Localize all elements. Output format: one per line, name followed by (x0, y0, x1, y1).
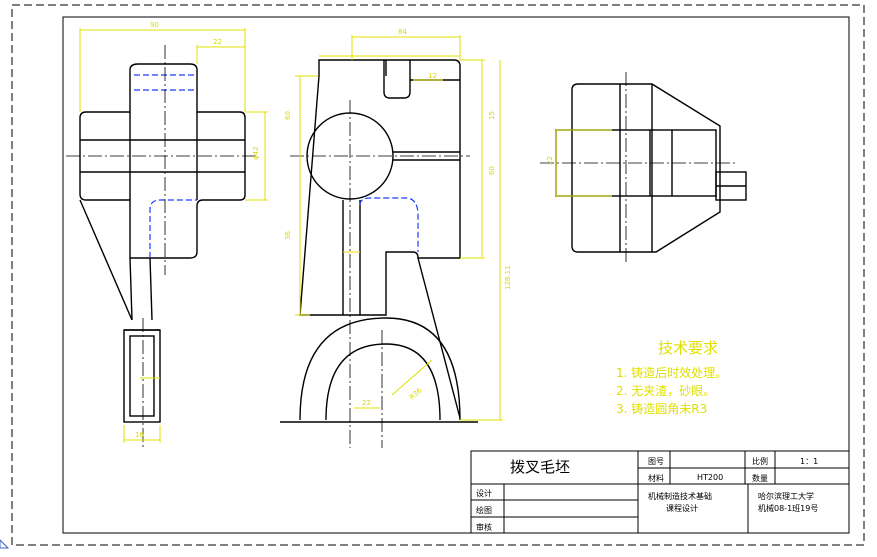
tech-requirement-item-3: 3. 铸造圆角未R3 (616, 402, 708, 416)
svg-text:36: 36 (284, 231, 292, 240)
middle-view (280, 59, 478, 423)
material-label: 材料 (648, 474, 664, 483)
tech-requirements-title: 技术要求 (658, 339, 719, 357)
left-view-dimensions (79, 28, 268, 443)
middle-view-hidden (359, 197, 419, 252)
right-view (555, 83, 747, 253)
tech-requirement-item-1: 1. 铸造后时效处理。 (616, 366, 728, 380)
svg-text:60: 60 (284, 111, 292, 120)
title-block (470, 450, 850, 534)
tech-requirement-item-2: 2. 无夹渣，砂眼。 (616, 384, 716, 398)
left-view-centerlines (66, 45, 258, 448)
svg-text:12: 12 (428, 72, 437, 80)
svg-text:22: 22 (362, 399, 371, 407)
svg-text:15: 15 (488, 111, 496, 120)
svg-text:22: 22 (213, 38, 222, 46)
svg-text:φ42: φ42 (252, 146, 260, 160)
design-label: 设计 (476, 489, 492, 498)
part-name: 拨叉毛坯 (510, 458, 571, 476)
school-line-2: 机械08-1班19号 (758, 504, 819, 513)
review-label: 审核 (476, 523, 492, 532)
drawing-no-label: 图号 (648, 457, 664, 466)
right-view-centerlines (540, 72, 735, 265)
course-line-1: 机械制造技术基础 (648, 492, 712, 501)
middle-view-centerlines (290, 100, 470, 448)
middle-view-dimensions (295, 35, 503, 421)
school-line-1: 哈尔滨理工大学 (758, 492, 814, 501)
svg-text:60: 60 (488, 166, 496, 175)
scale-label: 比例 (752, 457, 768, 466)
inner-frame (62, 16, 850, 534)
svg-text:84: 84 (398, 28, 407, 36)
left-view-hidden (134, 74, 197, 258)
course-line-2: 课程设计 (666, 504, 698, 513)
material-value: HT200 (697, 473, 724, 482)
quantity-label: 数量 (752, 474, 768, 483)
tech-requirements: 技术要求 1. 铸造后时效处理。 2. 无夹渣，砂眼。 3. 铸造圆角未R3 (616, 338, 816, 418)
scale-value: 1：1 (800, 457, 819, 466)
svg-text:90: 90 (150, 21, 159, 29)
left-view-dim-text: 90 22 φ42 16 (135, 21, 260, 439)
draw-label: 绘图 (476, 506, 492, 515)
corner-marker (0, 539, 10, 549)
left-view (79, 63, 246, 423)
right-view-dim-text: 22 (546, 156, 554, 165)
svg-text:16: 16 (135, 431, 144, 439)
outer-dashed-border (11, 4, 865, 546)
right-view-dimensions (555, 129, 612, 197)
svg-text:R36: R36 (408, 386, 424, 402)
svg-text:128.11: 128.11 (504, 266, 512, 291)
